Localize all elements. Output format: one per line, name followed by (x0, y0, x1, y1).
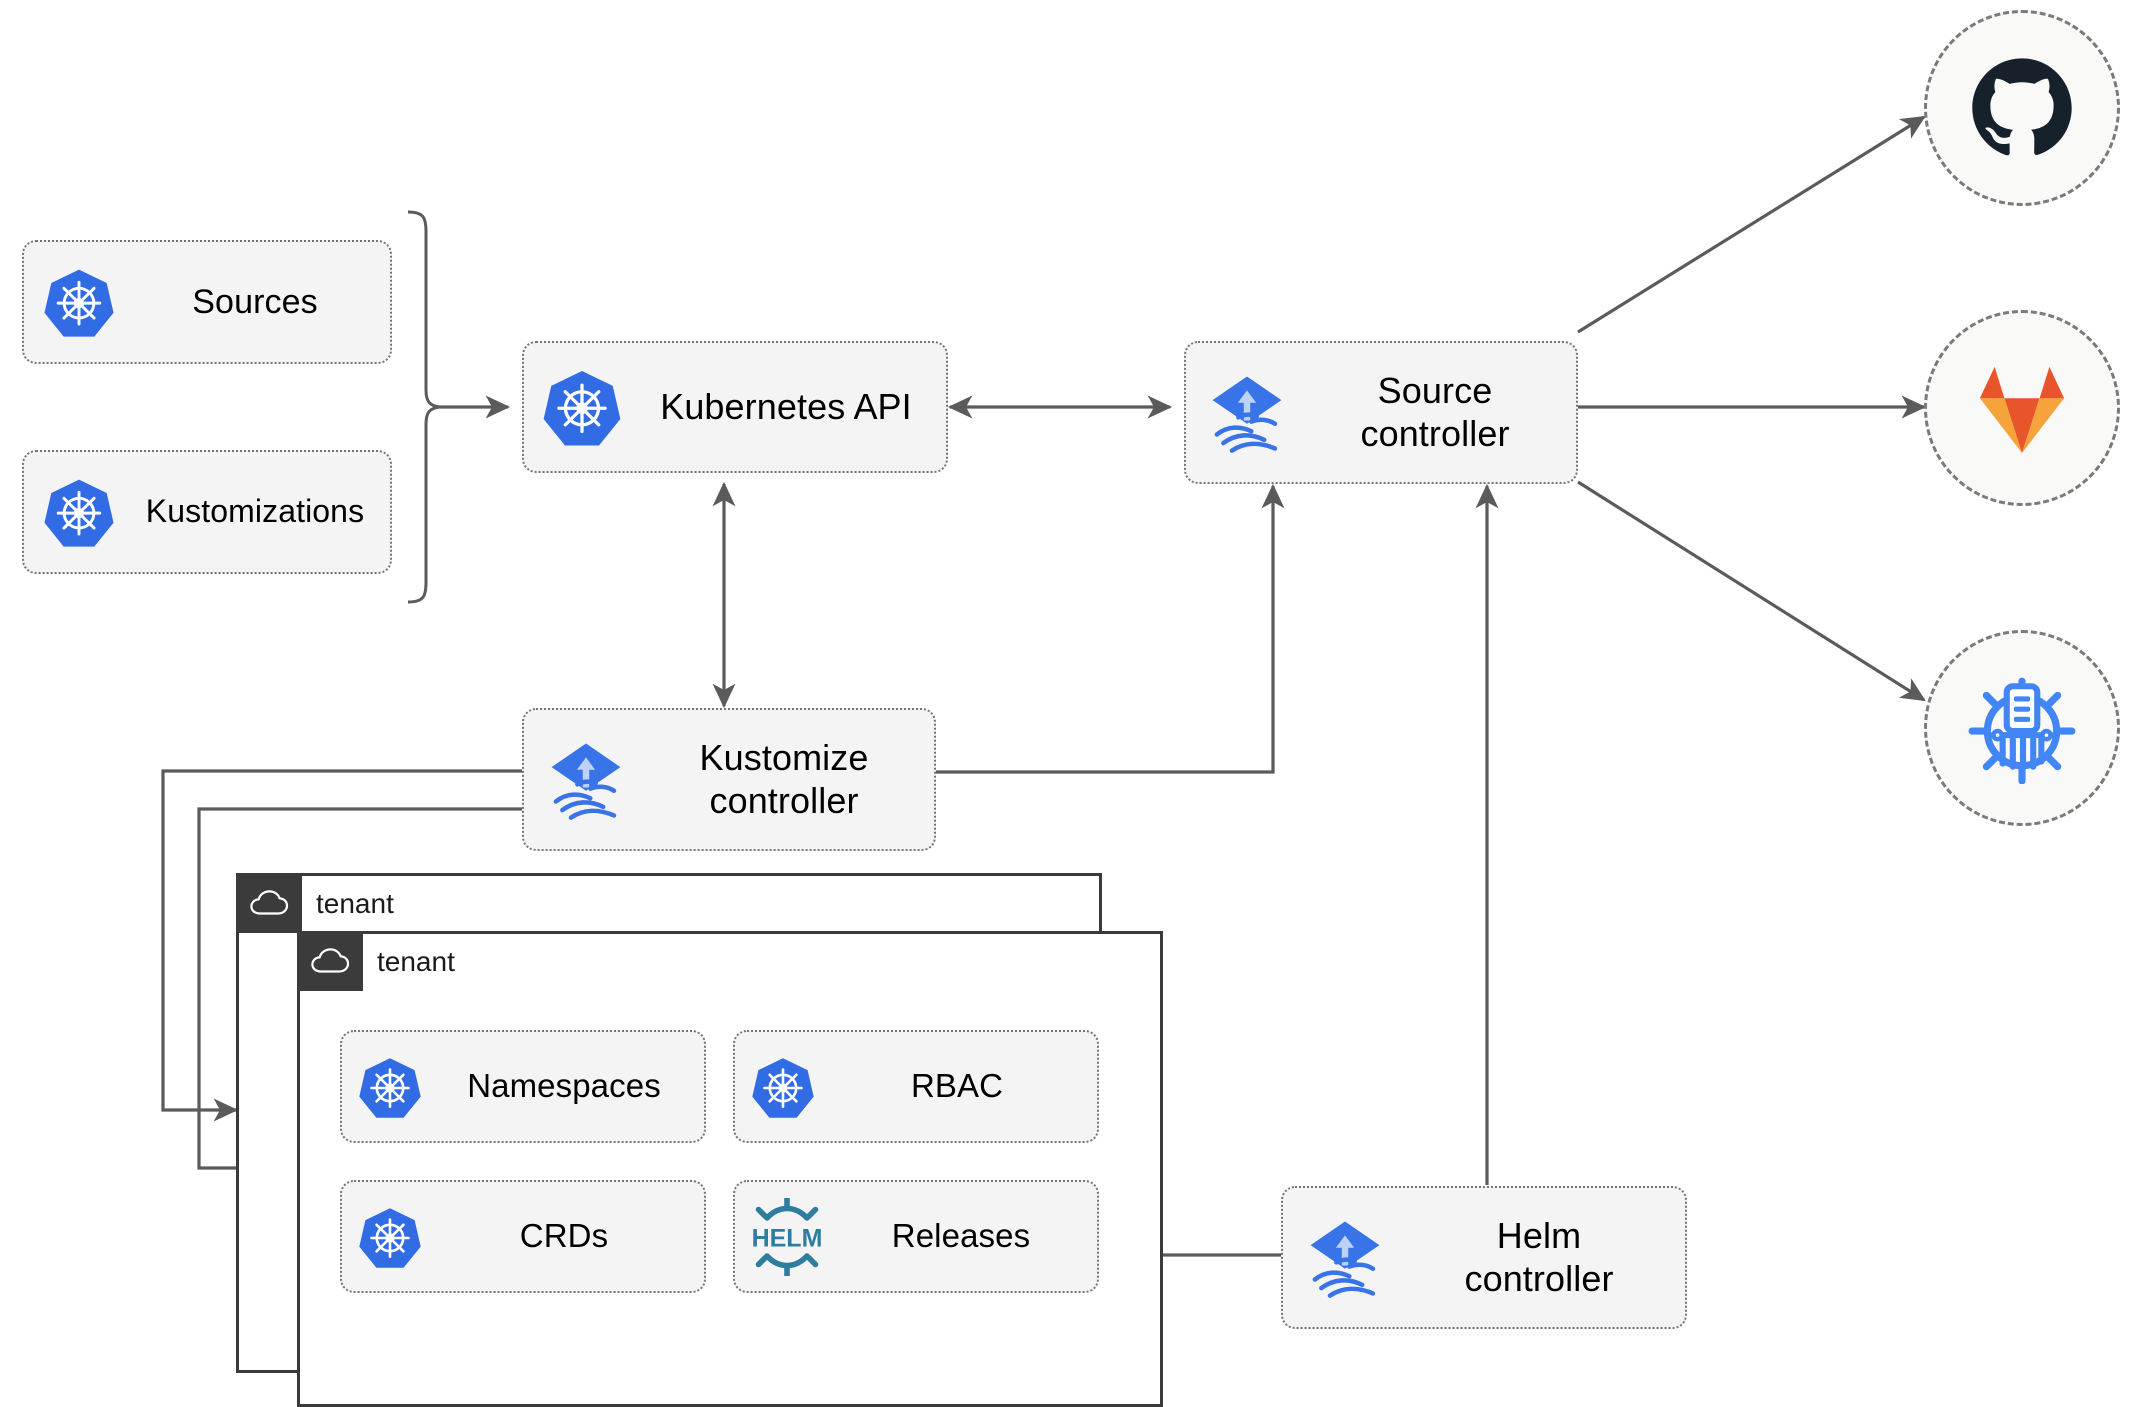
node-namespaces[interactable]: Namespaces (340, 1030, 706, 1143)
kubernetes-icon (735, 1055, 831, 1119)
helm-icon: HELM (735, 1197, 839, 1276)
node-sources-label: Sources (192, 282, 318, 321)
helm-repository-icon (1968, 677, 2076, 784)
edge-source-to-github (1577, 115, 1926, 334)
node-source-controller[interactable]: Source controller (1184, 341, 1578, 484)
kubernetes-icon (24, 476, 134, 548)
node-sources[interactable]: Sources (22, 240, 392, 364)
node-namespaces-label: Namespaces (467, 1067, 661, 1105)
node-crds-label: CRDs (519, 1217, 609, 1255)
kubernetes-icon (342, 1205, 438, 1269)
node-kustomize-controller-label: Kustomize controller (699, 737, 869, 821)
node-kustomizations-label: Kustomizations (145, 493, 365, 530)
edge-source-to-helm-repository (1577, 480, 1926, 702)
tenant-outer-label: tenant (316, 888, 394, 919)
flux-icon (524, 737, 648, 823)
tenant-inner-icon-tab (297, 931, 363, 991)
github-icon (1972, 58, 2072, 156)
node-releases[interactable]: HELM Releases (733, 1180, 1099, 1293)
node-kustomize-controller[interactable]: Kustomize controller (522, 708, 936, 851)
node-helm-controller-label: Helm controller (1464, 1215, 1614, 1299)
external-helm-repository[interactable] (1924, 630, 2120, 826)
node-helm-controller[interactable]: Helm controller (1281, 1186, 1687, 1329)
tenant-inner-label: tenant (377, 946, 455, 977)
node-kustomizations[interactable]: Kustomizations (22, 450, 392, 574)
cloud-icon (311, 948, 350, 973)
tenant-outer-icon-tab (236, 873, 302, 933)
node-kubernetes-api-label: Kubernetes API (660, 385, 912, 427)
edge-kustomize-to-source-controller (936, 483, 1285, 774)
gitlab-icon (1979, 366, 2065, 454)
external-github[interactable] (1924, 10, 2120, 206)
node-rbac[interactable]: RBAC (733, 1030, 1099, 1143)
tenant-inner-frame (297, 931, 1163, 1407)
cloud-icon (250, 890, 289, 915)
kubernetes-icon (24, 266, 134, 338)
kubernetes-icon (342, 1055, 438, 1119)
flux-icon (1186, 370, 1308, 456)
flux-icon (1283, 1215, 1407, 1301)
external-gitlab[interactable] (1924, 310, 2120, 506)
node-releases-label: Releases (891, 1217, 1031, 1255)
kubernetes-icon (524, 367, 640, 447)
node-kubernetes-api[interactable]: Kubernetes API (522, 341, 948, 473)
node-source-controller-label: Source controller (1360, 370, 1510, 454)
brace-resources (407, 210, 441, 604)
node-crds[interactable]: CRDs (340, 1180, 706, 1293)
node-rbac-label: RBAC (910, 1067, 1004, 1105)
helm-wordmark: HELM (752, 1224, 823, 1252)
